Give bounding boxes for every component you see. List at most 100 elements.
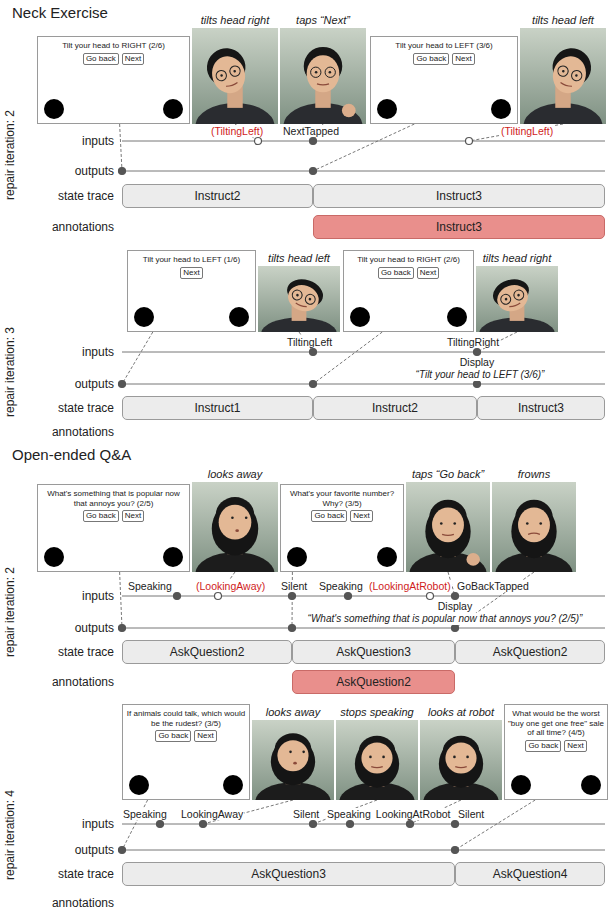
- touch-target: [129, 775, 149, 795]
- button-label: Next: [125, 511, 141, 520]
- button-label: Go back: [381, 268, 411, 277]
- mouth: [455, 767, 466, 768]
- mouth: [442, 534, 454, 535]
- row-label: state trace: [58, 645, 114, 659]
- webcam-image: [520, 28, 606, 124]
- row-label: inputs: [82, 345, 114, 359]
- event-dot: [474, 381, 481, 388]
- question-text: Tilt your head to RIGHT (2/6): [41, 41, 186, 51]
- screen-button: Next: [122, 53, 144, 65]
- face: [361, 743, 392, 774]
- timeline-axis: [122, 352, 605, 353]
- event-dot: [119, 381, 126, 388]
- photo-caption: taps “Next”: [296, 14, 350, 27]
- event-dot: [347, 821, 354, 828]
- webcam-photo: tilts head left: [258, 266, 340, 332]
- app-screen: What would be the worst "buy one get one…: [504, 704, 608, 800]
- webcam-image: [420, 720, 502, 800]
- touch-target: [44, 547, 64, 567]
- question-text: Tilt your head to RIGHT (2/6): [347, 255, 470, 265]
- app-screen: What's something that is popular now tha…: [37, 484, 190, 572]
- missed-event-dot: [466, 138, 473, 145]
- eye: [302, 751, 305, 754]
- eye: [504, 298, 507, 301]
- state-box: Instruct3: [477, 396, 605, 420]
- event-dot: [310, 821, 317, 828]
- input-event: Speaking: [326, 808, 372, 820]
- input-event: LookingAtRobot: [375, 808, 452, 820]
- row-label: state trace: [58, 189, 114, 203]
- timeline-axis: [122, 141, 605, 142]
- mouth: [371, 767, 382, 768]
- state-name: Instruct3: [436, 189, 482, 203]
- iteration-label: repair iteration: 4: [3, 790, 17, 880]
- event-dot: [200, 821, 207, 828]
- state-name: AskQuestion3: [336, 645, 411, 659]
- state-name: AskQuestion2: [493, 645, 568, 659]
- input-event: LookingAway: [180, 808, 244, 820]
- row-label: outputs: [75, 843, 114, 857]
- button-row: Go backNext: [374, 53, 514, 65]
- input-event: NextTapped: [282, 125, 340, 137]
- webcam-photo: tilts head right: [192, 28, 278, 124]
- touch-target: [581, 775, 601, 795]
- button-row: Go backNext: [41, 510, 186, 522]
- glasses: [500, 293, 512, 305]
- leader-line: [122, 332, 153, 384]
- output-event: Display: [437, 600, 473, 612]
- eye: [562, 70, 565, 73]
- event-dot: [310, 381, 317, 388]
- state-box: AskQuestion2: [122, 640, 292, 664]
- photo-caption: frowns: [518, 468, 550, 481]
- button-row: Go backNext: [41, 53, 186, 65]
- event-dot: [310, 349, 317, 356]
- row-label: outputs: [75, 164, 114, 178]
- app-screen: Tilt your head to LEFT (1/6)Next: [127, 250, 256, 332]
- input-event: Silent: [280, 580, 308, 592]
- eye: [453, 522, 456, 525]
- row-label: outputs: [75, 621, 114, 635]
- webcam-photo: looks away: [192, 482, 278, 572]
- face: [207, 52, 250, 97]
- glasses: [229, 65, 242, 78]
- photo-caption: tilts head left: [268, 252, 330, 265]
- eye: [517, 294, 520, 297]
- button-label: Go back: [314, 511, 344, 520]
- input-event: (LookingAtRobot): [368, 580, 452, 592]
- missed-event-dot: [427, 593, 434, 600]
- eye: [382, 756, 385, 759]
- touch-target: [447, 307, 467, 327]
- head: [439, 736, 483, 788]
- screen-button: Go back: [378, 267, 414, 279]
- webcam-photo: frowns: [492, 482, 576, 572]
- input-event: Silent: [292, 808, 320, 820]
- webcam-image: [492, 482, 576, 572]
- event-dot: [452, 821, 459, 828]
- eye: [575, 74, 578, 77]
- eye: [369, 756, 372, 759]
- mouth: [235, 529, 239, 532]
- head: [212, 497, 258, 555]
- head: [271, 733, 315, 785]
- app-screen: If animals could talk, which would be th…: [122, 704, 250, 800]
- output-event: “Tilt your head to LEFT (3/6)”: [415, 369, 546, 381]
- webcam-image: [280, 28, 366, 124]
- button-row: Go backNext: [284, 510, 400, 522]
- mouth: [509, 303, 520, 307]
- face: [219, 505, 252, 540]
- button-label: Next: [567, 741, 583, 750]
- touch-target: [377, 547, 397, 567]
- input-event: Silent: [457, 808, 485, 820]
- app-screen: Tilt your head to LEFT (3/6)Go backNext: [370, 36, 518, 124]
- leader-line: [313, 800, 377, 824]
- webcam-photo: looks away: [252, 720, 334, 800]
- button-label: Go back: [416, 54, 446, 63]
- photo-caption: tilts head right: [201, 14, 269, 27]
- photo-caption: looks away: [208, 468, 262, 481]
- event-dot: [119, 847, 126, 854]
- question-text: If animals could talk, which would be th…: [126, 709, 246, 728]
- glasses: [215, 69, 228, 82]
- input-event: Speaking: [127, 580, 173, 592]
- hand: [342, 104, 356, 117]
- button-label: Next: [197, 731, 213, 740]
